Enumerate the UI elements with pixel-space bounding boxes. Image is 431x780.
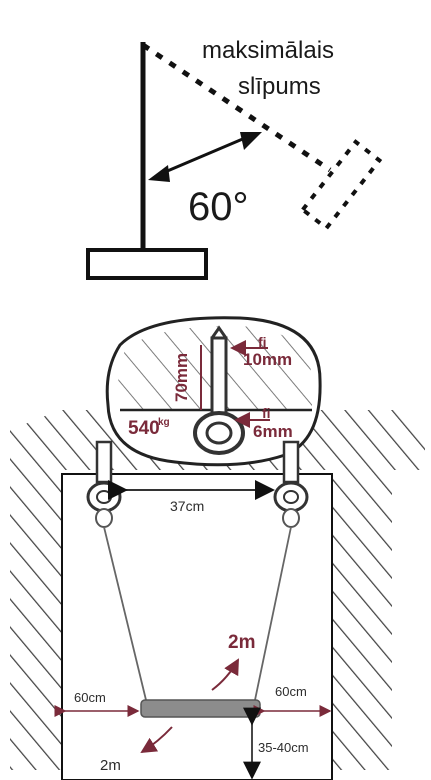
- spacing-label: 37cm: [170, 498, 204, 514]
- right-rope: [254, 526, 292, 701]
- length-label: 70mm: [172, 353, 191, 402]
- diameter-bottom-label: 6mm: [253, 422, 293, 441]
- right-hook: [273, 440, 309, 528]
- swing-seat: [140, 699, 261, 718]
- fi-bottom-label: fi: [262, 405, 271, 421]
- weight-label: 540: [128, 418, 160, 439]
- clearance-left-label: 60cm: [74, 690, 106, 705]
- left-rope: [103, 526, 147, 701]
- detail-bolt: [210, 336, 228, 420]
- seat-height-label: 35-40cm: [258, 740, 309, 755]
- installation-diagram: 70mm fi 10mm fi 6mm 540 kg 37cm: [10, 316, 425, 780]
- fi-top-label: fi: [258, 334, 267, 350]
- title-line-2: slīpums: [238, 73, 321, 100]
- tilt-diagram: maksimālais slīpums 60°: [86, 37, 383, 280]
- dotted-rope: [141, 42, 332, 173]
- diameter-top-label: 10mm: [243, 350, 292, 369]
- right-wall-hatch: [332, 470, 392, 770]
- dotted-seat: [299, 139, 383, 231]
- rope-length-label: 2m: [228, 632, 255, 653]
- angle-label: 60°: [188, 185, 249, 229]
- clearance-right-label: 60cm: [275, 684, 307, 699]
- rope-length-arrow: [211, 658, 239, 691]
- swing-length-arrow: [140, 726, 173, 754]
- angle-arrow: [164, 136, 246, 174]
- weight-unit-mark: kg: [158, 417, 170, 428]
- angle-arrow-head-right: [240, 132, 262, 150]
- swing-length-label: 2m: [100, 757, 121, 774]
- post-base: [86, 248, 208, 280]
- angle-arrow-head-left: [148, 165, 170, 182]
- left-wall-hatch: [10, 470, 62, 770]
- title-line-1: maksimālais: [202, 37, 334, 64]
